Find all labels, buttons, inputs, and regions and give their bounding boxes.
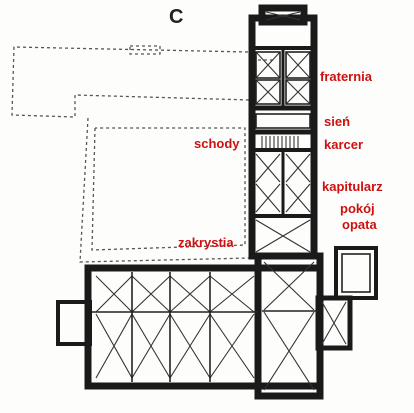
section-letter: C xyxy=(169,6,184,28)
east-range xyxy=(248,4,318,260)
church xyxy=(56,252,353,400)
label-pokoj: pokój xyxy=(340,201,375,216)
demolished-outline xyxy=(11,45,275,263)
label-kapitularz: kapitularz xyxy=(322,179,383,194)
abbot-annex xyxy=(334,246,378,300)
fraternia-vaults xyxy=(255,11,311,105)
stairs-hatch xyxy=(255,113,311,148)
chapter-house-vaults xyxy=(255,153,311,253)
label-zakrystia: zakrystia xyxy=(178,235,234,250)
label-schody: schody xyxy=(194,136,240,151)
label-karcer: karcer xyxy=(324,137,364,152)
label-sien: sień xyxy=(324,114,351,129)
label-fraternia: fraternia xyxy=(320,69,373,84)
label-opata: opata xyxy=(342,217,377,232)
